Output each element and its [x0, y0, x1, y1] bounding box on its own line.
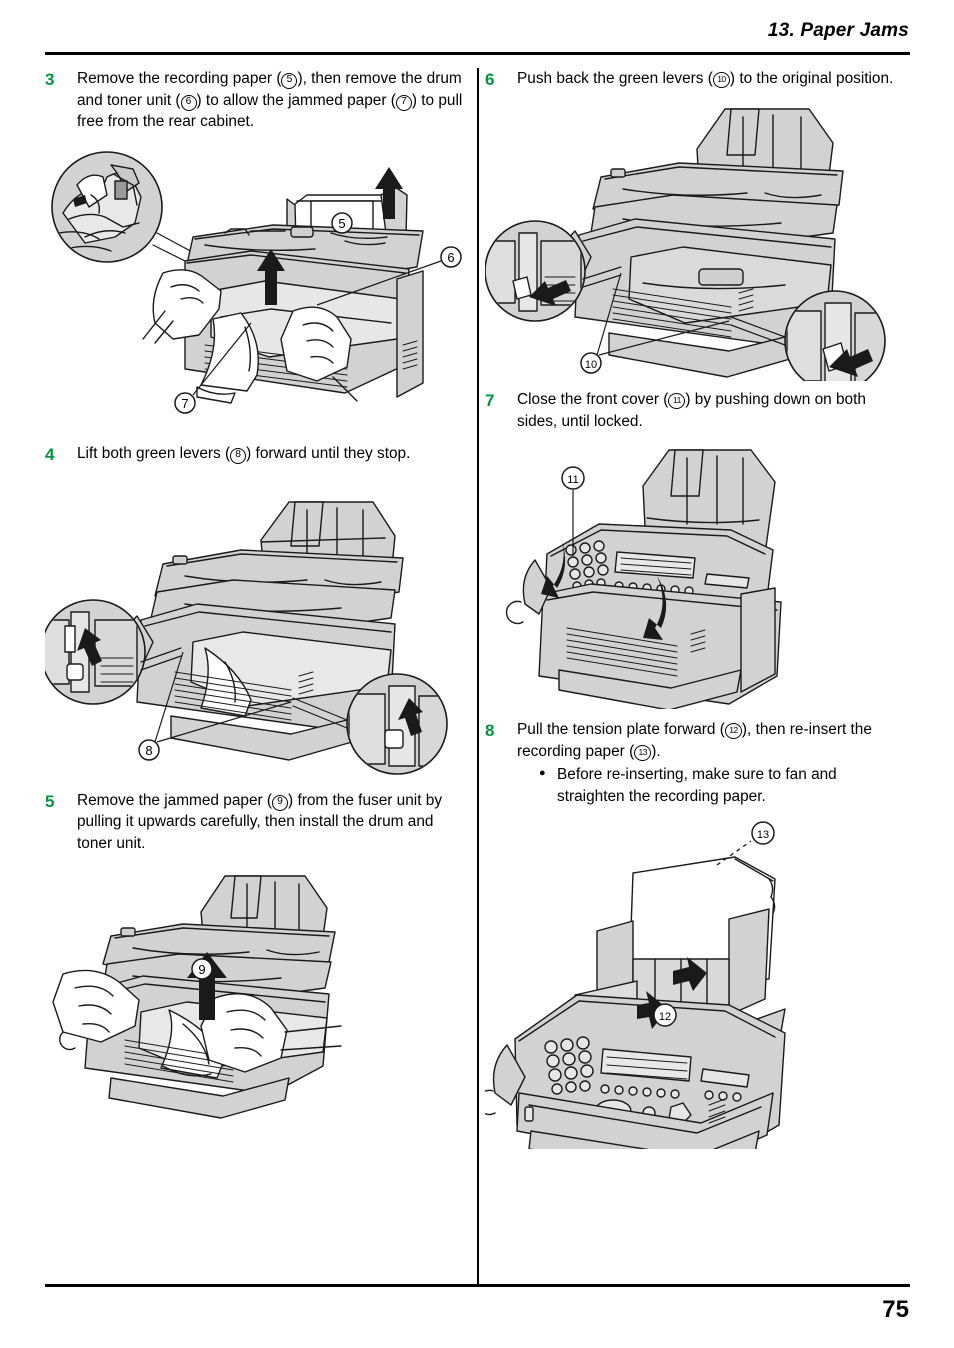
step-7-text: Close the front cover (11) by pushing do… [517, 389, 905, 432]
step-7-text-part-2: ) by pushing down on both sides, until l… [517, 391, 866, 430]
step-4-text: Lift both green levers (8) forward until… [77, 443, 410, 465]
callout-ref-12: 12 [724, 723, 742, 739]
figure-step-5: 9 [45, 870, 465, 1130]
svg-text:6: 6 [447, 250, 454, 265]
step-4-text-part-2: ) forward until they stop. [246, 444, 411, 462]
callout-ref-7: 7 [395, 94, 412, 111]
figure-step-4-callout-8: 8 [138, 651, 292, 761]
callout-ref-5: 5 [281, 73, 298, 89]
step-8-number: 8 [485, 721, 495, 740]
callout-ref-8: 8 [230, 447, 247, 464]
callout-ref-11: 11 [668, 393, 686, 409]
step-8-text-part-2: ), then re-insert the recording paper ( [517, 721, 872, 760]
figure-step-3: 5 6 7 [45, 141, 465, 431]
left-column: 3 Remove the recording paper (5), then r… [45, 68, 465, 1130]
figure-step-6-svg: 10 [485, 108, 886, 381]
svg-text:12: 12 [659, 1011, 671, 1023]
step-6-number: 6 [485, 70, 495, 89]
step-6: 6 Push back the green levers (10) to the… [485, 68, 905, 381]
step-3-text-part-2: ), then remove the drum and toner unit ( [77, 70, 462, 109]
step-6-text-part-1: Push back the green levers ( [517, 70, 713, 87]
figure-step-8-svg: 13 12 [485, 821, 786, 1149]
figure-step-7: 11 [485, 444, 905, 709]
figure-step-8-callout-12: 12 [653, 1003, 677, 1027]
svg-text:7: 7 [181, 396, 188, 411]
figure-step-3-callout-7: 7 [174, 322, 252, 414]
step-5: 5 Remove the jammed paper (9) from the f… [45, 790, 465, 1131]
column-divider [477, 68, 479, 1286]
step-6-text-part-2: ) to the original position. [729, 70, 894, 87]
svg-text:5: 5 [338, 216, 345, 231]
step-3-number: 3 [45, 70, 55, 89]
step-3-text-part-1: Remove the recording paper ( [77, 70, 282, 87]
figure-step-8-callout-13: 13 [716, 821, 775, 866]
step-7: 7 Close the front cover (11) by pushing … [485, 389, 905, 709]
callout-ref-9: 9 [272, 794, 289, 811]
svg-text:10: 10 [585, 359, 597, 371]
page-header-chapter-title: 13. Paper Jams [767, 20, 909, 41]
svg-text:11: 11 [567, 474, 578, 486]
step-5-number: 5 [45, 791, 55, 811]
callout-ref-13: 13 [634, 744, 652, 761]
step-4-text-part-1: Lift both green levers ( [77, 444, 231, 462]
page-number: 75 [882, 1296, 909, 1323]
figure-step-3-callout-5: 5 [331, 211, 353, 234]
svg-text:8: 8 [145, 743, 152, 758]
step-8-bullets: Before re-inserting, make sure to fan an… [537, 763, 905, 807]
svg-text:9: 9 [198, 962, 205, 977]
step-8: 8 Pull the tension plate forward (12), t… [485, 719, 905, 1149]
step-3-text: Remove the recording paper (5), then rem… [77, 68, 465, 133]
figure-step-5-callout-9: 9 [191, 958, 213, 980]
step-7-number: 7 [485, 391, 495, 410]
step-3-text-part-3: ) to allow the jammed paper ( [196, 91, 396, 109]
footer-rule [45, 1284, 910, 1287]
figure-step-7-callout-11: 11 [561, 466, 585, 556]
callout-ref-6: 6 [180, 94, 197, 111]
figure-step-8: 13 12 [485, 819, 905, 1149]
step-3: 3 Remove the recording paper (5), then r… [45, 68, 465, 431]
figure-step-4-svg: 8 [45, 500, 448, 775]
callout-ref-10: 10 [712, 72, 730, 88]
right-column: 6 Push back the green levers (10) to the… [485, 68, 905, 1149]
step-8-text-part-3: ). [651, 742, 661, 760]
step-8-bullet-1: Before re-inserting, make sure to fan an… [537, 763, 905, 807]
step-6-text: Push back the green levers (10) to the o… [517, 68, 893, 90]
svg-text:13: 13 [757, 829, 769, 841]
step-3-text-part-4: ) to pull free from the rear cabinet. [77, 91, 463, 131]
header-rule [45, 52, 910, 55]
figure-step-4: 8 [45, 480, 465, 780]
figure-step-6: 10 [485, 101, 905, 381]
step-8-text-part-1: Pull the tension plate forward ( [517, 721, 725, 738]
step-7-text-part-1: Close the front cover ( [517, 391, 669, 408]
step-4: 4 Lift both green levers (8) forward unt… [45, 443, 465, 780]
figure-step-6-callout-10: 10 [580, 272, 730, 374]
step-4-number: 4 [45, 444, 55, 464]
figure-step-5-svg: 9 [52, 875, 342, 1119]
step-5-text-part-2: ) from the fuser unit by pulling it upwa… [77, 791, 443, 852]
figure-step-3-callout-6: 6 [316, 245, 462, 306]
figure-step-7-svg: 11 [505, 449, 782, 709]
figure-step-3-svg: 5 6 7 [51, 150, 462, 414]
step-5-text-part-1: Remove the jammed paper ( [77, 791, 273, 809]
step-8-text: Pull the tension plate forward (12), the… [517, 719, 905, 807]
step-5-text: Remove the jammed paper (9) from the fus… [77, 790, 465, 855]
